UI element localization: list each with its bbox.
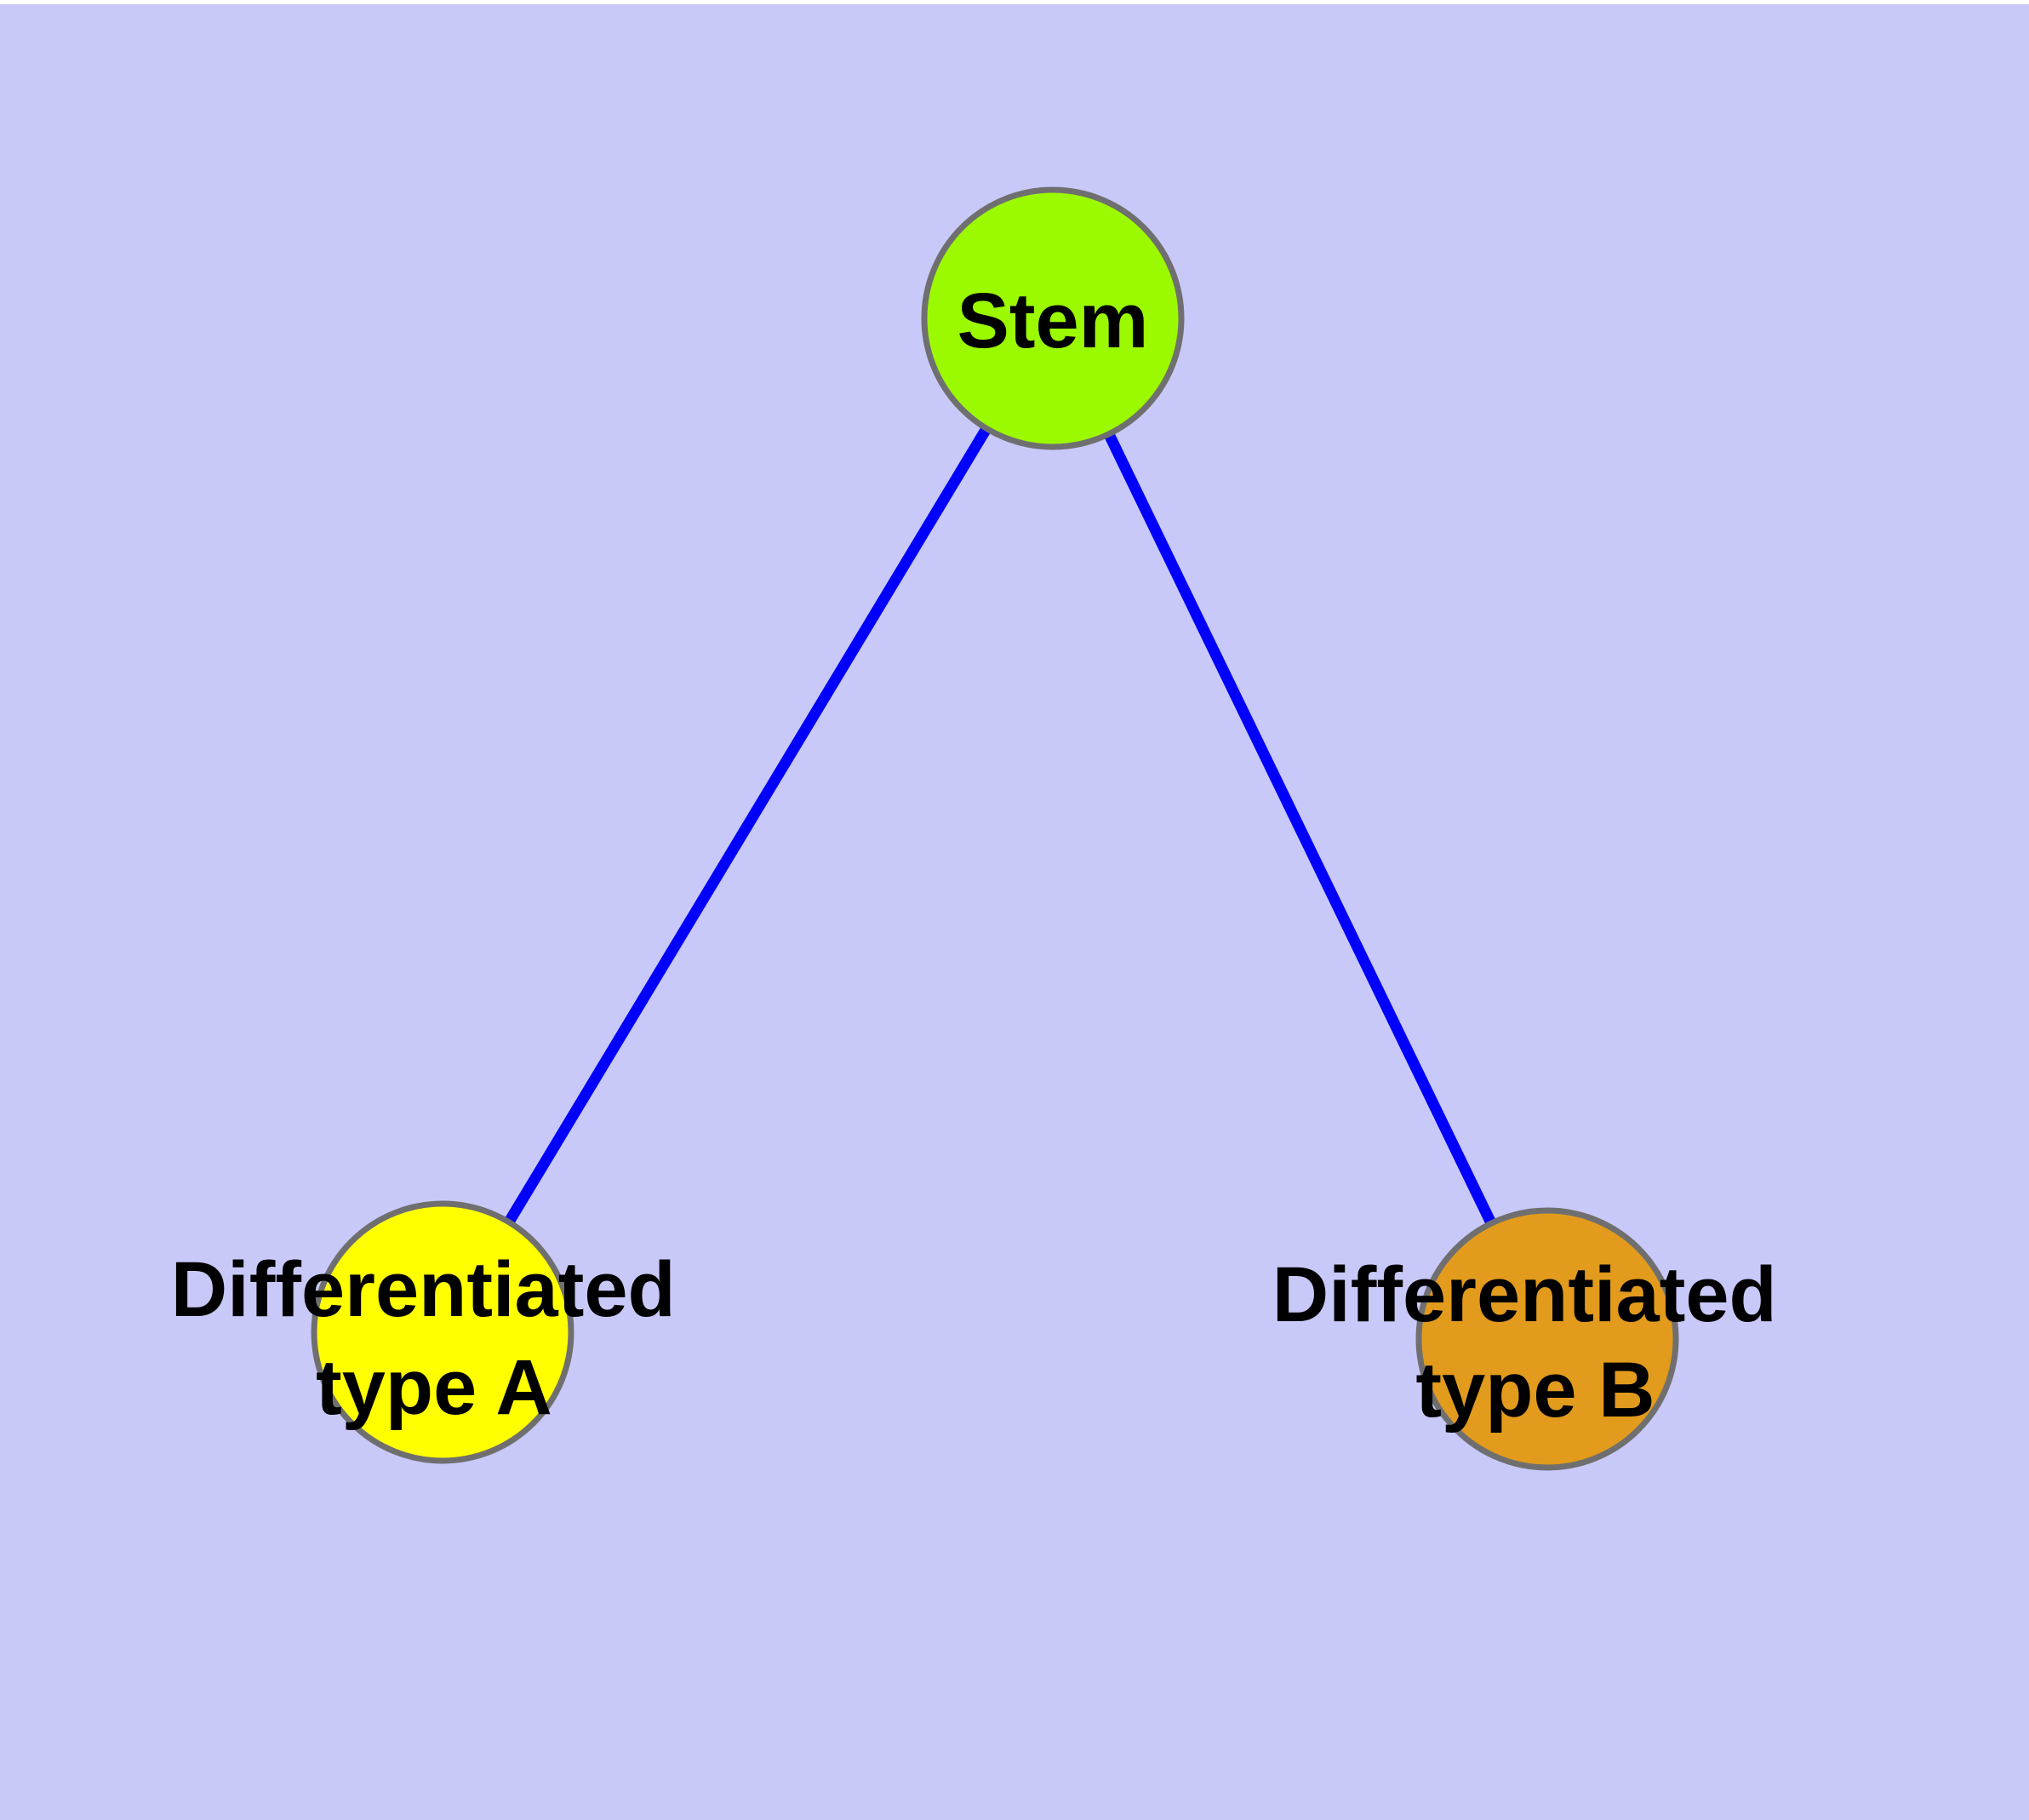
labels-layer: Stem Differentiated type A Differentiate… <box>171 278 1799 1434</box>
nodes-layer <box>311 186 1679 1471</box>
edge-stem-to-type-a <box>437 315 1058 1336</box>
node-stem-circle <box>921 186 1185 450</box>
node-type-a-circle <box>311 1200 574 1464</box>
node-type-b-label-line2: type B <box>1415 1347 1655 1434</box>
node-type-b-label-line1: Differentiated <box>1272 1251 1777 1338</box>
node-type-b-label: Differentiated type B <box>1272 1251 1799 1434</box>
edges-layer <box>437 315 1552 1342</box>
node-type-a-label-line2: type A <box>316 1344 552 1431</box>
node-stem-label: Stem <box>957 278 1149 364</box>
edge-stem-to-type-b <box>1048 316 1552 1342</box>
node-type-a-label-line1: Differentiated <box>171 1246 676 1333</box>
node-type-b-circle <box>1415 1207 1679 1471</box>
node-type-a-label: Differentiated type A <box>171 1246 698 1431</box>
